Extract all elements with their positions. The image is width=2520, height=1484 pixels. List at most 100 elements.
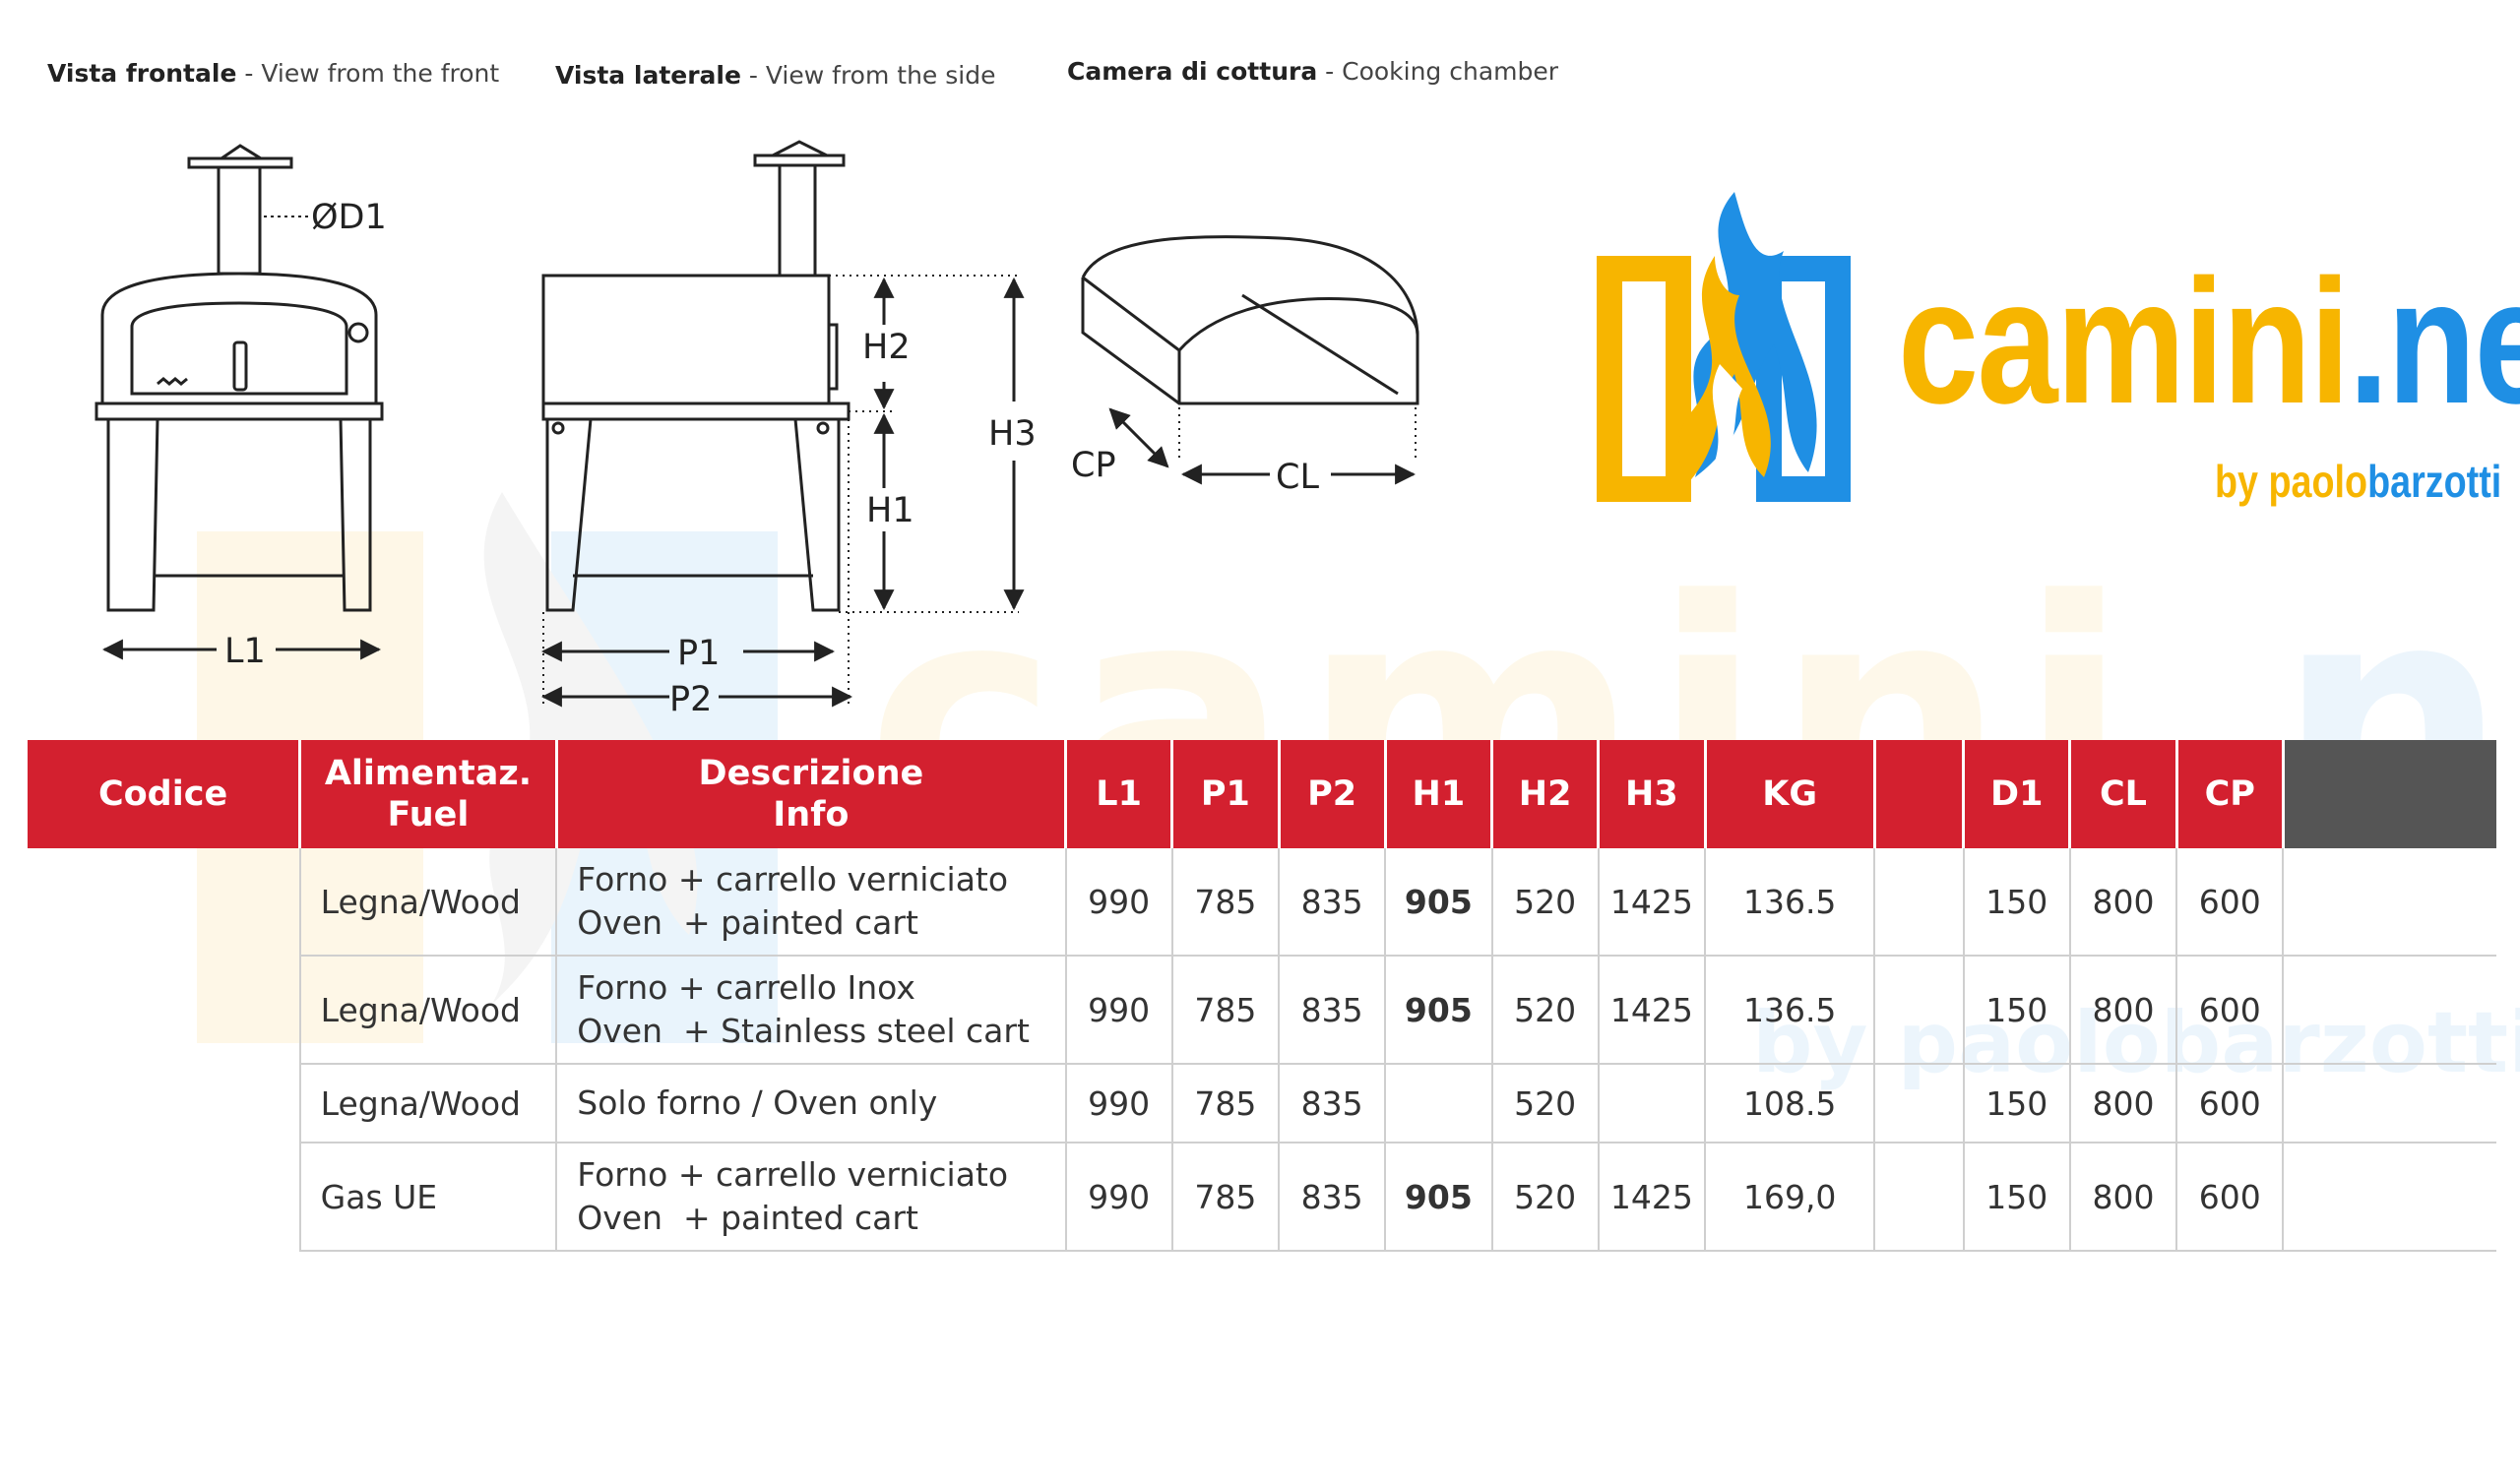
front-view-caption-it: Vista frontale xyxy=(47,59,237,88)
caption-separator: - xyxy=(740,61,766,90)
cell-h3: 1425 xyxy=(1598,1143,1707,1252)
cell-h1: 905 xyxy=(1385,956,1493,1065)
cell-blank xyxy=(1874,1064,1965,1144)
cell-h3: 1425 xyxy=(1598,956,1707,1065)
cell-h3 xyxy=(1598,1064,1707,1144)
header-code: Codice xyxy=(28,740,302,848)
logo-word-camini: camini xyxy=(1898,243,2350,441)
cell-h2: 520 xyxy=(1491,1143,1600,1252)
cell-desc-en: Oven + painted cart xyxy=(577,1199,918,1237)
cell-p2: 835 xyxy=(1279,1143,1387,1252)
cell-desc-it: Forno + carrello verniciato xyxy=(577,1155,1009,1194)
cell-kg: 136.5 xyxy=(1705,956,1876,1065)
header-cp: CP xyxy=(2176,740,2285,848)
cell-extra xyxy=(2283,956,2496,1065)
cell-blank xyxy=(1874,956,1965,1065)
header-cl: CL xyxy=(2069,740,2178,848)
cell-extra xyxy=(2283,1143,2496,1252)
chamber-caption-en: Cooking chamber xyxy=(1342,57,1559,86)
front-view-caption: Vista frontale - View from the front xyxy=(47,59,499,88)
cell-fuel: Gas UE xyxy=(299,1143,558,1252)
header-p1: P1 xyxy=(1171,740,1281,848)
chamber-caption: Camera di cottura - Cooking chamber xyxy=(1067,57,1558,86)
header-desc-it: Descrizione xyxy=(698,754,924,793)
cell-desc-it: Forno + carrello Inox xyxy=(577,968,915,1007)
cell-cp: 600 xyxy=(2176,956,2285,1065)
dim-cl-label: CL xyxy=(1276,458,1319,497)
cell-p1: 785 xyxy=(1171,956,1281,1065)
cell-blank xyxy=(1874,1143,1965,1252)
cell-code xyxy=(28,848,301,956)
cell-l1: 990 xyxy=(1065,1064,1173,1144)
cell-p1: 785 xyxy=(1171,1064,1281,1144)
dim-d1-label: ØD1 xyxy=(311,198,387,237)
header-l1: L1 xyxy=(1065,740,1174,848)
cell-cl: 800 xyxy=(2069,1143,2178,1252)
header-fuel-it: Alimentaz. xyxy=(324,754,533,793)
cell-cp: 600 xyxy=(2176,1143,2285,1252)
front-view-drawing xyxy=(94,144,384,660)
cell-l1: 990 xyxy=(1065,848,1173,957)
dim-h2-label: H2 xyxy=(862,328,911,367)
header-extra xyxy=(2283,740,2496,848)
header-desc-en: Info xyxy=(773,795,850,835)
cell-fuel: Legna/Wood xyxy=(299,956,558,1065)
chamber-caption-it: Camera di cottura xyxy=(1067,57,1318,86)
cell-h3: 1425 xyxy=(1598,848,1707,957)
camini-logo-flame-icon xyxy=(1597,192,1851,502)
cell-code xyxy=(28,1143,301,1251)
header-p2: P2 xyxy=(1279,740,1387,848)
cell-h2: 520 xyxy=(1491,1064,1600,1144)
cell-d1: 150 xyxy=(1963,848,2071,957)
cell-h1: 905 xyxy=(1385,1143,1493,1252)
technical-drawings: ØD1 L1 H2 H1 H3 P1 P2 xyxy=(94,140,1419,719)
side-view-drawing xyxy=(540,140,1025,709)
header-blank xyxy=(1874,740,1966,848)
side-view-caption: Vista laterale - View from the side xyxy=(555,61,995,90)
side-view-caption-it: Vista laterale xyxy=(555,61,741,90)
cell-kg: 108.5 xyxy=(1705,1064,1876,1144)
header-kg: KG xyxy=(1705,740,1876,848)
table-row: Legna/Wood Solo forno / Oven only 990 78… xyxy=(28,1064,2496,1144)
cell-l1: 990 xyxy=(1065,956,1173,1065)
header-h2: H2 xyxy=(1491,740,1601,848)
cell-desc-en: Oven + Stainless steel cart xyxy=(577,1012,1030,1050)
cell-h1: 905 xyxy=(1385,848,1493,957)
logo-by-name: barzotti xyxy=(2367,456,2502,507)
logo-wordmark: camini.net xyxy=(1898,254,2520,431)
cell-cl: 800 xyxy=(2069,956,2178,1065)
caption-separator: - xyxy=(236,59,262,88)
cell-cp: 600 xyxy=(2176,1064,2285,1144)
cell-d1: 150 xyxy=(1963,956,2071,1065)
cell-h1 xyxy=(1385,1064,1493,1144)
cell-extra xyxy=(2283,1064,2496,1144)
cell-p2: 835 xyxy=(1279,848,1387,957)
dim-p2-label: P2 xyxy=(669,680,712,719)
dim-p1-label: P1 xyxy=(677,634,720,673)
cell-extra xyxy=(2283,848,2496,957)
cell-code xyxy=(28,1064,301,1143)
dim-h1-label: H1 xyxy=(866,491,914,530)
cell-fuel: Legna/Wood xyxy=(299,1064,558,1144)
cell-p1: 785 xyxy=(1171,848,1281,957)
cell-cl: 800 xyxy=(2069,848,2178,957)
header-h1: H1 xyxy=(1385,740,1494,848)
cell-h2: 520 xyxy=(1491,848,1600,957)
cell-desc-it: Forno + carrello verniciato xyxy=(577,860,1009,898)
caption-separator: - xyxy=(1317,57,1343,86)
cell-p2: 835 xyxy=(1279,1064,1387,1144)
cell-h2: 520 xyxy=(1491,956,1600,1065)
dim-cp-label: CP xyxy=(1071,446,1116,485)
cell-code xyxy=(28,956,301,1064)
logo-by-text: by paolo xyxy=(2215,456,2368,507)
dim-h3-label: H3 xyxy=(988,414,1037,454)
logo-byline: by paolobarzotti xyxy=(2215,455,2501,508)
